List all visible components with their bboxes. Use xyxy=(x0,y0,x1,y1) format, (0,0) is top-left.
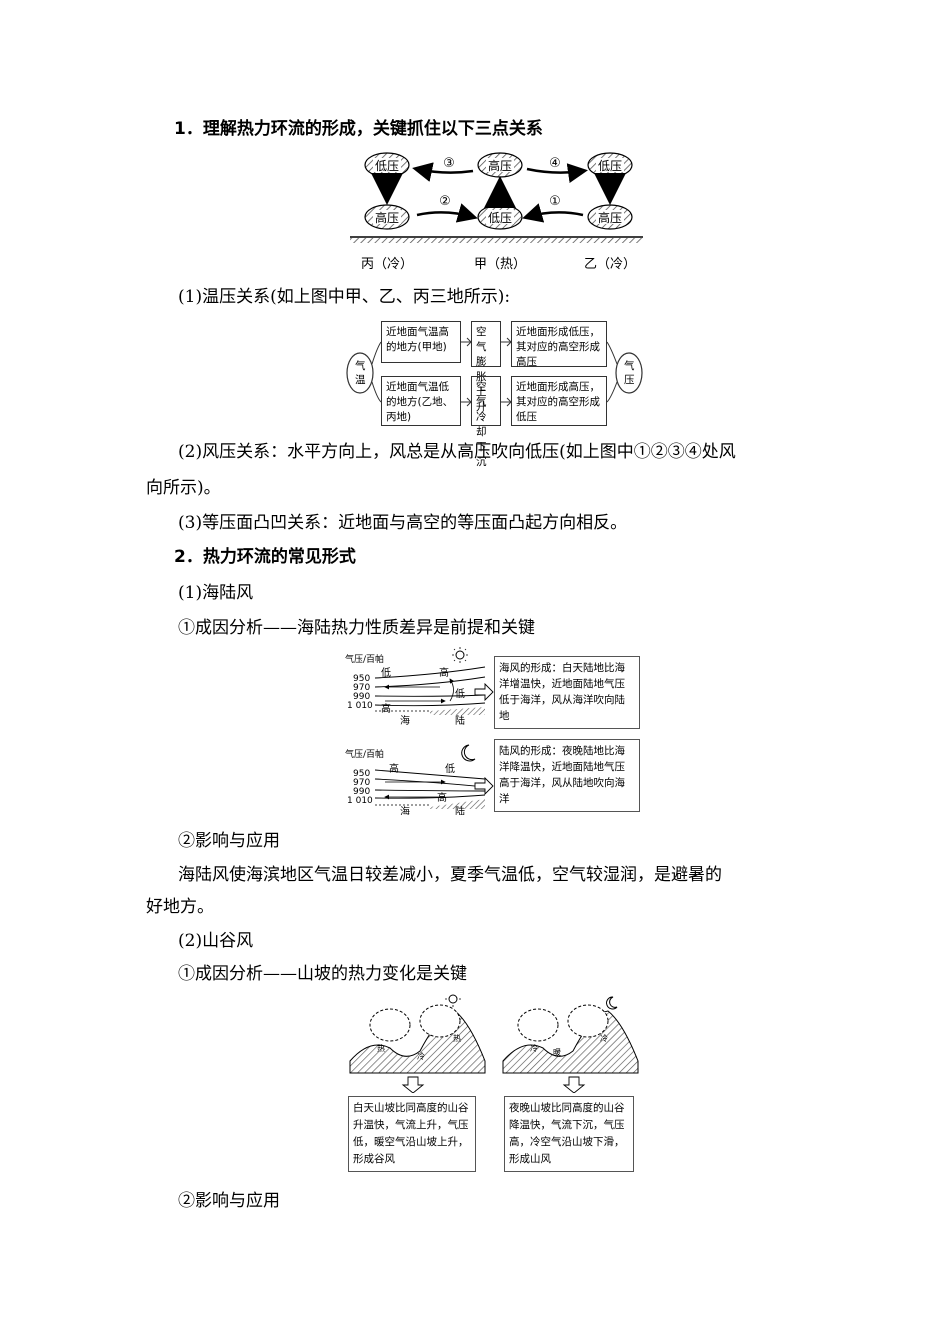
place-jia: 甲（热） xyxy=(474,257,526,272)
svg-text:海: 海 xyxy=(400,805,410,815)
temp-pressure-heading: (1)温压关系(如上图中甲、乙、丙三地所示): xyxy=(178,287,511,307)
svg-text:高: 高 xyxy=(439,666,449,679)
thermal-circulation-diagram: 低压 高压 低压 高压 低压 高压 ③ ④ ② ① 丙（冷） 甲（热） 乙（冷） xyxy=(350,152,643,272)
svg-text:陆: 陆 xyxy=(455,805,465,815)
valley-effect-title: ②影响与应用 xyxy=(178,1191,280,1211)
land-breeze-night-graph: 气压/百帕 950 970 990 1 010 高 低 高 海 陆 xyxy=(345,744,486,815)
valley-wind-explanation: 白天山坡比同高度的山谷升温快，气流上升，气压低，暖空气沿山坡上升，形成谷风 xyxy=(348,1096,476,1172)
flow-left-label: 气温 xyxy=(355,360,366,386)
svg-text:1 010: 1 010 xyxy=(347,701,373,711)
node-jia-bottom-label: 低压 xyxy=(488,211,512,225)
node-bing-top-label: 低压 xyxy=(375,159,399,173)
sea-land-heading: (1)海陆风 xyxy=(178,583,254,603)
svg-text:高: 高 xyxy=(381,702,391,715)
svg-text:950: 950 xyxy=(353,674,370,684)
night-arrow-icon xyxy=(474,776,494,796)
arrow-1-label: ① xyxy=(549,194,561,209)
valley-cause: ①成因分析——山坡的热力变化是关键 xyxy=(178,964,467,984)
day-arrow-icon xyxy=(474,682,494,702)
svg-text:海: 海 xyxy=(400,714,410,727)
arrow-4-label: ④ xyxy=(549,156,561,171)
svg-text:气压/百帕: 气压/百帕 xyxy=(345,653,384,665)
day-down-arrow-icon xyxy=(401,1076,425,1093)
flow-bottom-result: 近地面形成高压，其对应的高空形成低压 xyxy=(511,376,607,426)
svg-text:气压/百帕: 气压/百帕 xyxy=(345,748,384,760)
node-jia-top-label: 高压 xyxy=(488,158,512,173)
place-bing: 丙（冷） xyxy=(361,257,413,272)
svg-text:高: 高 xyxy=(389,762,399,775)
flow-top-cause: 近地面气温高的地方(甲地) xyxy=(381,321,461,363)
svg-text:冷: 冷 xyxy=(530,1043,538,1053)
svg-text:970: 970 xyxy=(353,683,370,693)
arrow-2-label: ② xyxy=(439,194,451,209)
mountain-wind-explanation: 夜晚山坡比同高度的山谷降温快，气流下沉，气压高，冷空气沿山坡下滑，形成山风 xyxy=(504,1096,634,1172)
land-breeze-explanation: 陆风的形成：夜晚陆地比海洋降温快，近地面陆地气压高于海洋，风从陆地吹向海洋 xyxy=(494,739,640,812)
sea-land-effect-line1: 海陆风使海滨地区气温日较差减小，夏季气温低，空气较湿润，是避暑的 xyxy=(178,865,722,885)
flow-right-label: 气压 xyxy=(624,360,635,386)
place-yi: 乙（冷） xyxy=(584,257,636,272)
sea-land-effect-title: ②影响与应用 xyxy=(178,831,280,851)
svg-text:990: 990 xyxy=(353,787,370,797)
svg-text:950: 950 xyxy=(353,769,370,779)
node-bing-bottom-label: 高压 xyxy=(375,210,399,225)
flow-bottom-cause: 近地面气温低的地方(乙地、丙地) xyxy=(381,376,461,426)
svg-text:低: 低 xyxy=(445,762,455,775)
wind-pressure-line1: (2)风压关系：水平方向上，风总是从高压吹向低压(如上图中①②③④处风 xyxy=(178,442,736,462)
valley-heading: (2)山谷风 xyxy=(178,931,254,951)
flow-top-result: 近地面形成低压，其对应的高空形成高压 xyxy=(511,321,607,368)
flow-bottom-mid: 空气冷却下沉 xyxy=(471,376,501,468)
sea-land-breeze-diagrams: 气压/百帕 950 970 990 1 010 低 高 低 高 海 陆 气压/百… xyxy=(345,647,494,815)
section-2-title: 2．热力环流的常见形式 xyxy=(174,547,356,567)
valley-wind-diagrams: 热 热 冷 冷 暖 冷 xyxy=(349,993,639,1093)
svg-text:暖: 暖 xyxy=(553,1048,561,1057)
svg-text:低: 低 xyxy=(381,666,391,679)
temp-pressure-flowchart: 气温 气压 近地面气温高的地方(甲地) 空气膨胀上升 近地面形成低压，其对应的高… xyxy=(345,318,645,468)
svg-text:冷: 冷 xyxy=(600,1033,608,1043)
node-yi-bottom-label: 高压 xyxy=(598,210,622,225)
svg-text:热: 热 xyxy=(453,1033,461,1043)
sea-breeze-explanation: 海风的形成：白天陆地比海洋增温快，近地面陆地气压低于海洋，风从海洋吹向陆地 xyxy=(494,656,640,729)
svg-text:热: 热 xyxy=(377,1043,385,1053)
isobar-relation: (3)等压面凸凹关系：近地面与高空的等压面凸起方向相反。 xyxy=(178,513,628,533)
svg-text:1 010: 1 010 xyxy=(347,796,373,806)
arrow-3-label: ③ xyxy=(443,156,455,171)
night-down-arrow-icon xyxy=(562,1076,586,1093)
sea-land-cause: ①成因分析——海陆热力性质差异是前提和关键 xyxy=(178,618,535,638)
svg-text:低: 低 xyxy=(455,687,465,700)
flowchart-connectors xyxy=(346,337,643,407)
svg-text:990: 990 xyxy=(353,692,370,702)
flow-top-mid: 空气膨胀上升 xyxy=(471,321,501,413)
section-1-title: 1．理解热力环流的形成，关键抓住以下三点关系 xyxy=(174,119,543,139)
sea-land-effect-line2: 好地方。 xyxy=(146,897,214,917)
svg-text:陆: 陆 xyxy=(455,714,465,727)
sea-breeze-day-graph: 气压/百帕 950 970 990 1 010 低 高 低 高 海 陆 xyxy=(345,647,486,727)
svg-text:970: 970 xyxy=(353,778,370,788)
wind-pressure-line2: 向所示)。 xyxy=(146,478,221,498)
svg-text:冷: 冷 xyxy=(417,1051,425,1061)
svg-text:高: 高 xyxy=(437,791,447,804)
node-yi-top-label: 低压 xyxy=(598,159,622,173)
